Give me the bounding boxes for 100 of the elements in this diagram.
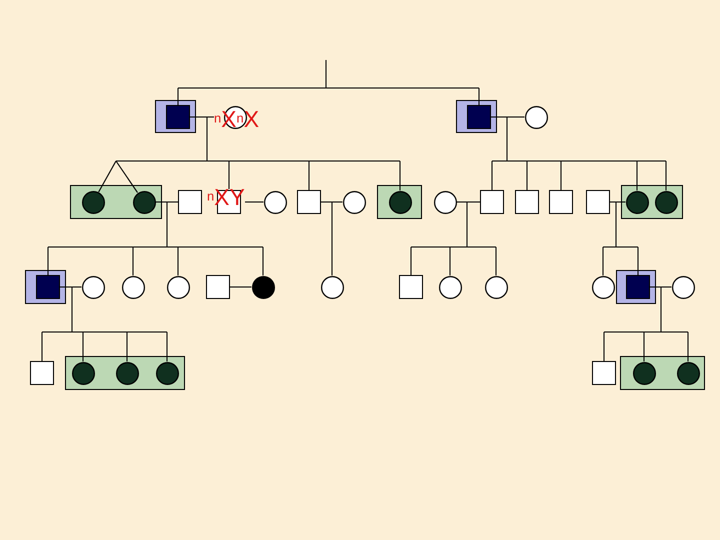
descent-line: [450, 246, 467, 248]
descent-line: [527, 160, 561, 162]
descent-line: [207, 160, 229, 162]
descent-line: [604, 331, 644, 333]
highlight-box: [65, 356, 185, 390]
marriage-line: [507, 116, 524, 118]
descent-line: [167, 246, 178, 248]
marriage-line: [321, 201, 332, 203]
descent-line: [637, 160, 666, 162]
descent-line: [42, 331, 72, 333]
descent-line: [331, 202, 333, 247]
descent-line: [48, 246, 133, 248]
marriage-line: [332, 201, 342, 203]
descent-line: [309, 160, 400, 162]
descent-line: [116, 160, 138, 193]
marriage-line: [207, 116, 214, 118]
descent-line: [507, 160, 527, 162]
descent-line: [411, 246, 450, 248]
descent-line: [478, 88, 480, 105]
marriage-line: [467, 201, 480, 203]
square-symbol: [178, 190, 202, 214]
descent-line: [229, 160, 309, 162]
highlight-box: [456, 100, 497, 133]
square-symbol: [549, 190, 573, 214]
descent-line: [603, 332, 605, 361]
descent-line: [178, 87, 326, 89]
descent-line: [467, 246, 496, 248]
descent-line: [228, 161, 230, 189]
circle-symbol: [342, 190, 366, 214]
descent-line: [308, 161, 310, 190]
circle-symbol: [320, 276, 344, 298]
filled-circle-symbol: [132, 190, 156, 214]
descent-line: [82, 332, 84, 362]
marriage-line: [456, 201, 467, 203]
marriage-line: [650, 286, 661, 288]
square-symbol: [586, 190, 610, 214]
marriage-line: [491, 116, 507, 118]
filled-circle-symbol: [632, 362, 656, 384]
filled-circle-symbol: [116, 362, 138, 384]
marriage-line: [190, 116, 207, 118]
square-symbol: [30, 361, 54, 385]
descent-line: [665, 161, 667, 190]
descent-line: [615, 202, 617, 247]
filled-circle-symbol: [252, 276, 274, 298]
circle-symbol: [264, 190, 286, 214]
square-symbol: [206, 275, 230, 299]
highlight-box: [70, 185, 162, 219]
square-symbol: [399, 275, 423, 299]
circle-symbol: [438, 276, 462, 298]
descent-line: [126, 332, 128, 362]
descent-line: [177, 247, 179, 276]
circle-symbol: [166, 276, 190, 298]
descent-line: [72, 331, 83, 333]
descent-line: [603, 246, 616, 248]
filled-circle-symbol: [654, 190, 678, 214]
square-symbol: [515, 190, 539, 214]
marriage-line: [156, 201, 167, 203]
descent-line: [206, 117, 208, 161]
filled-circle-symbol: [82, 190, 104, 214]
descent-line: [492, 160, 507, 162]
descent-line: [526, 161, 528, 190]
circle-symbol: [524, 106, 548, 128]
filled-square-symbol: [36, 275, 60, 299]
filled-circle-symbol: [156, 362, 178, 384]
highlight-box: [616, 270, 656, 304]
marriage-line: [616, 201, 626, 203]
descent-line: [661, 331, 688, 333]
filled-circle-symbol: [676, 362, 700, 384]
descent-line: [177, 88, 179, 105]
descent-line: [47, 247, 49, 275]
descent-line: [325, 60, 327, 88]
descent-line: [127, 331, 167, 333]
descent-line: [602, 247, 604, 276]
marriage-line: [244, 201, 264, 203]
descent-line: [331, 247, 333, 276]
descent-line: [132, 247, 134, 276]
descent-line: [660, 287, 662, 332]
descent-line: [449, 247, 451, 276]
descent-line: [71, 287, 73, 332]
descent-line: [83, 331, 127, 333]
filled-circle-symbol: [626, 190, 648, 214]
square-symbol: [592, 361, 616, 385]
circle-symbol: [672, 276, 694, 298]
descent-line: [410, 247, 412, 275]
descent-line: [466, 202, 468, 247]
descent-line: [326, 87, 479, 89]
marriage-line: [72, 286, 82, 288]
descent-line: [399, 161, 401, 190]
descent-line: [41, 332, 43, 361]
descent-line: [262, 247, 264, 276]
highlight-box: [621, 185, 683, 219]
filled-circle-symbol: [388, 190, 412, 214]
square-symbol: [297, 190, 321, 214]
highlight-box: [155, 100, 196, 133]
descent-line: [133, 246, 167, 248]
descent-line: [560, 161, 562, 190]
marriage-line: [661, 286, 672, 288]
filled-square-symbol: [166, 105, 190, 129]
circle-symbol: [434, 190, 456, 214]
marriage-line: [610, 201, 616, 203]
